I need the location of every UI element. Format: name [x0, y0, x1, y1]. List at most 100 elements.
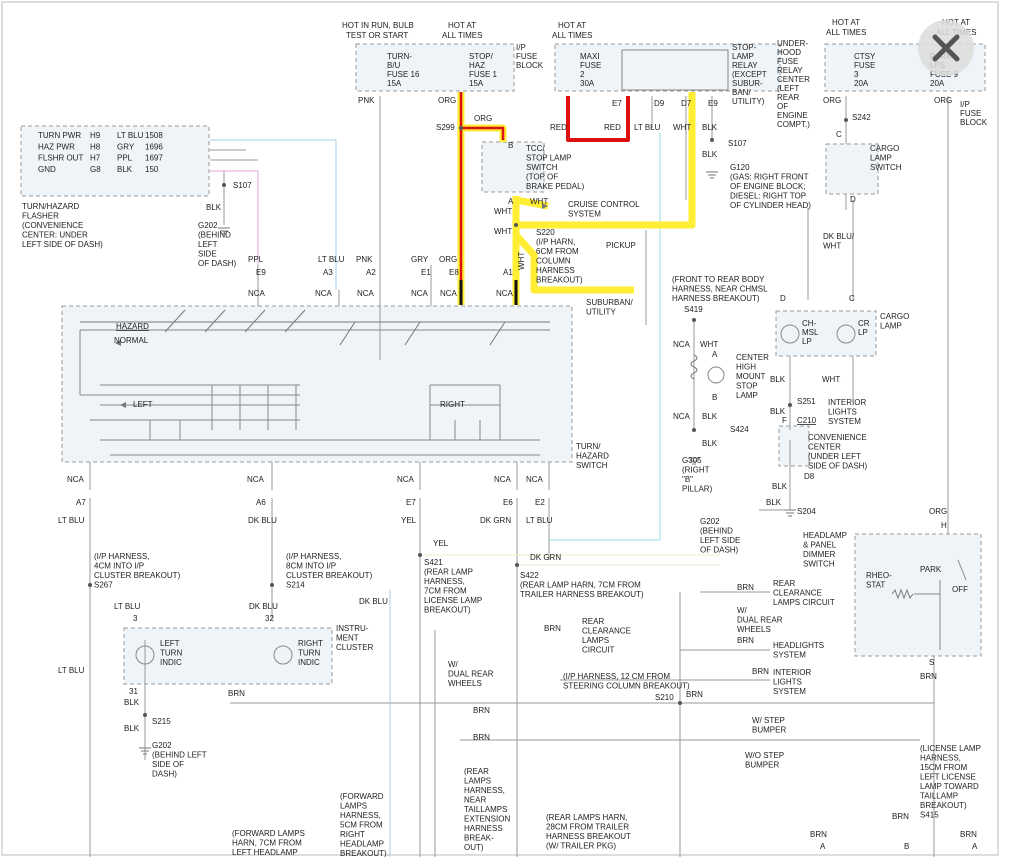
rear-lamps-harness-label: HARNESS, — [464, 786, 505, 795]
forward-lamps-harness-label: (FORWARD — [340, 792, 384, 801]
wire-color-label: BLK — [766, 498, 782, 507]
s422-label: TRAILER HARNESS BREAKOUT) — [520, 590, 644, 599]
stop-lamp-relay-box — [621, 49, 729, 91]
rear-lamps-harness-label: NEAR — [464, 796, 486, 805]
wire-color-label: BLK — [117, 165, 133, 174]
tcc-switch-label: STOP LAMP — [526, 154, 572, 163]
pin-label: A — [712, 350, 718, 359]
ip-fuse-block-box — [355, 43, 515, 92]
stop-lamp-relay-label: SUBUR- — [732, 79, 763, 88]
headlamp-switch-box — [854, 533, 982, 657]
wire-color-label: RED — [550, 123, 567, 132]
pin-label: 3 — [133, 614, 138, 623]
stop-lamp-relay-label: (EXCEPT — [732, 70, 767, 79]
wire-color-label: BRN — [810, 830, 827, 839]
wire-color-label: BRN — [737, 636, 754, 645]
ground-g202-label: SIDE — [198, 250, 217, 259]
circuit-number: 1697 — [145, 154, 163, 163]
splice-label: S107 — [728, 139, 747, 148]
ground-g305-label: G305 — [682, 456, 702, 465]
wire-color-label: LT BLU — [58, 666, 85, 675]
rear-lamps-harness-label: EXTENSION — [464, 815, 510, 824]
pin-label: E8 — [449, 268, 459, 277]
s220-label: S220 — [536, 228, 555, 237]
pin-label: A3 — [323, 268, 333, 277]
ground-icon — [139, 747, 151, 755]
wire-color-label: BLK — [702, 439, 718, 448]
hazard-position-label: HAZARD — [116, 322, 149, 331]
pin-label: C — [836, 130, 842, 139]
wire-color-label: WHT — [823, 242, 841, 251]
pin-label: E1 — [421, 268, 431, 277]
arrow-icon — [115, 340, 121, 346]
nca-label: NCA — [673, 340, 691, 349]
s220-label: COLUMN — [536, 257, 571, 266]
convenience-center-label: CENTER — [808, 443, 841, 452]
nca-label: NCA — [411, 289, 429, 298]
underhood-fuse-label: OF — [777, 102, 788, 111]
connector-label: C210 — [797, 416, 817, 425]
s220-label: BREAKOUT) — [536, 276, 583, 285]
s107-splice — [710, 138, 714, 142]
rear-lamps-harness-label: LAMPS — [464, 777, 491, 786]
convenience-center-label: CONVENIENCE — [808, 433, 867, 442]
ip-harness-label: CLUSTER BREAKOUT) — [286, 571, 373, 580]
wire-color-label: BLK — [702, 123, 718, 132]
pin-label: A7 — [76, 498, 86, 507]
circuit-number: 1696 — [145, 142, 163, 151]
underhood-fuse-label: CENTER — [777, 75, 810, 84]
flasher-pin-name: GND — [38, 165, 56, 174]
nca-label: NCA — [247, 475, 265, 484]
pin-label: A — [972, 842, 978, 851]
park-position-label: PARK — [920, 565, 942, 574]
chmsl-cargo-lamp-box — [775, 310, 877, 357]
maxi-fuse-label: MAXI — [580, 52, 600, 61]
cargo-lamp-label: LAMP — [880, 322, 902, 331]
front-rear-harness-label: HARNESS BREAKOUT) — [672, 294, 760, 303]
normal-position-label: NORMAL — [114, 336, 149, 345]
dual-rear-wheels-label: WHEELS — [737, 625, 771, 634]
underhood-fuse-label: FUSE — [777, 57, 798, 66]
wire-color-label: RED — [604, 123, 621, 132]
rear-clearance-lamps-label: LAMPS — [582, 636, 609, 645]
nca-label: NCA — [440, 289, 458, 298]
ground-g305-label: "B" — [682, 475, 693, 484]
ctsy-fuse-label: CTSY — [854, 52, 876, 61]
wire-color-label: BLK — [702, 150, 718, 159]
wire-color-label: ORG — [823, 96, 841, 105]
wire-color-label: YEL — [433, 539, 449, 548]
pin-label: F — [782, 416, 787, 425]
license-lamp-harness-label: TAILLAMP — [920, 792, 958, 801]
flasher-pin-name: HAZ PWR — [38, 142, 75, 151]
close-button[interactable] — [918, 20, 974, 76]
license-lamp-harness-label: HARNESS, — [920, 754, 961, 763]
ctsy-fuse-label: 20A — [854, 79, 869, 88]
dual-rear-wheels-label: DUAL REAR — [448, 670, 494, 679]
s421-label: S421 — [424, 558, 443, 567]
ground-icon — [688, 457, 700, 465]
ip-harness-label: CLUSTER BREAKOUT) — [94, 571, 181, 580]
left-turn-indicator-label: TURN — [160, 649, 182, 658]
circuit-number: 1508 — [145, 131, 163, 140]
rear-clearance-lamps-label: LAMPS CIRCUIT — [773, 598, 835, 607]
wire-color-label: ORG — [438, 96, 456, 105]
hot-run-label: HOT IN RUN, BULB — [342, 21, 414, 30]
ground-g305-label: PILLAR) — [682, 485, 713, 494]
ip-harness-label: (I/P HARNESS, — [286, 552, 341, 561]
forward-lamps-harness-label: HARNESS, — [340, 811, 381, 820]
dual-rear-wheels-label: W/ — [737, 606, 748, 615]
fuse-1-label: STOP/ — [469, 52, 494, 61]
hot-at-label: ALL TIMES — [442, 31, 482, 40]
wire-color-label: BLK — [772, 482, 788, 491]
instrument-cluster-label: CLUSTER — [336, 643, 374, 652]
rheostat-label: STAT — [866, 581, 885, 590]
forward-lamps-harness-label: LAMPS — [340, 802, 367, 811]
s419-splice — [692, 318, 696, 322]
flasher-title: (CONVENIENCE — [22, 221, 83, 230]
wire-color-label: LT BLU — [526, 516, 553, 525]
pickup-label: PICKUP — [606, 241, 636, 250]
tcc-switch-label: (TOP OF — [526, 173, 558, 182]
s242-splice — [844, 118, 848, 122]
s210-splice — [678, 701, 682, 705]
